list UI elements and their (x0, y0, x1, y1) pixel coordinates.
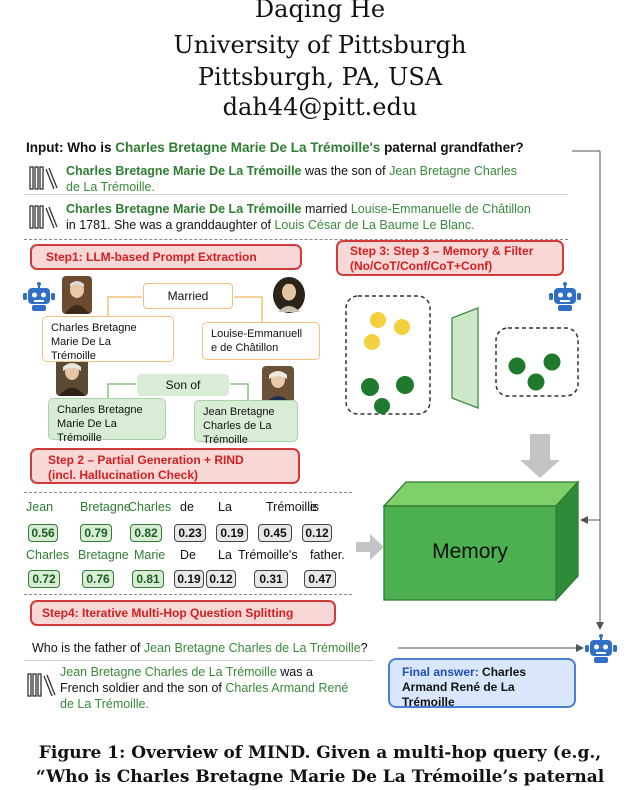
context-passage-3: Jean Bretagne Charles de La Trémoille wa… (60, 665, 349, 711)
robot-icon (549, 282, 581, 311)
document-icon (29, 166, 58, 190)
token-probability: 0.72 (28, 570, 60, 588)
token-text: Bretagne (80, 500, 131, 514)
portrait-image (62, 276, 92, 314)
token-probability: 0.19 (174, 570, 204, 588)
token-text: Trémoille (266, 500, 317, 514)
token-text: Marie (134, 548, 166, 562)
token-text: father. (310, 548, 345, 562)
token-text: is (310, 500, 320, 514)
step2-box: Step 2 – Partial Generation + RIND (incl… (30, 448, 300, 484)
token-probability: 0.31 (254, 570, 288, 588)
token-text: Bretagne (78, 548, 129, 562)
input-question: Input: Who is Charles Bretagne Marie De … (26, 140, 524, 155)
step1-box: Step1: LLM-based Prompt Extraction (30, 244, 302, 270)
relation-married: Married (143, 283, 233, 309)
dashed-divider (24, 492, 352, 493)
email: dah44@pitt.edu (222, 93, 418, 121)
token-probability: 0.81 (132, 570, 164, 588)
final-answer-box: Final answer: Charles Armand René de La … (388, 658, 576, 709)
token-probability: 0.79 (80, 524, 112, 542)
sub-question: Who is the father of Jean Bretagne Charl… (32, 641, 368, 655)
divider (24, 194, 568, 195)
robot-icon (585, 634, 617, 663)
location: Pittsburgh, PA, USA (197, 63, 443, 91)
author-name: Daqing He (254, 0, 386, 23)
arrow-right-icon (356, 534, 384, 560)
token-text: Charles (26, 548, 70, 562)
document-icon (27, 673, 56, 697)
figure-caption-line2: “Who is Charles Bretagne Marie De La Tré… (35, 767, 605, 787)
divider (24, 660, 374, 661)
token-text: Charles (128, 500, 172, 514)
memory-filter-illustration (345, 295, 579, 478)
step4-box: Step4: Iterative Multi-Hop Question Spli… (30, 600, 336, 626)
context-passage-2: Charles Bretagne Marie De La Trémoille m… (66, 202, 531, 232)
context-passage-1: Charles Bretagne Marie De La Trémoille w… (66, 164, 517, 194)
token-text: De (180, 548, 196, 562)
portrait-image (273, 277, 305, 313)
dashed-divider (24, 239, 568, 240)
token-probability: 0.19 (216, 524, 248, 542)
robot-icon (23, 282, 55, 311)
document-icon (29, 205, 58, 229)
token-text: Trémoille's (238, 548, 298, 562)
token-probability: 0.56 (28, 524, 58, 542)
memory-label: Memory (432, 540, 508, 563)
token-probability: 0.12 (206, 570, 236, 588)
relation-son-of: Son of (137, 374, 229, 396)
token-probability: 0.12 (302, 524, 332, 542)
token-probability: 0.76 (82, 570, 114, 588)
step3-box: Step 3: Step 3 – Memory & Filter (No/CoT… (336, 240, 564, 276)
portrait-image (56, 358, 88, 396)
token-probability: 0.82 (130, 524, 162, 542)
token-probability: 0.23 (174, 524, 206, 542)
figure-caption-line1: Figure 1: Overview of MIND. Given a mult… (38, 743, 602, 763)
dashed-divider (24, 594, 352, 595)
token-text: La (218, 500, 232, 514)
memory-box (382, 480, 580, 602)
token-probability: 0.47 (304, 570, 336, 588)
token-probability: 0.45 (258, 524, 292, 542)
token-text: La (218, 548, 232, 562)
affiliation: University of Pittsburgh (173, 31, 467, 59)
token-text: Jean (26, 500, 54, 514)
token-text: de (180, 500, 194, 514)
